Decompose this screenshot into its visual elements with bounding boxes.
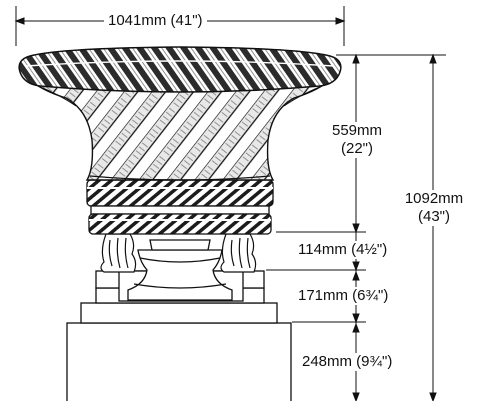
total-height-mm: 1092mm — [404, 190, 464, 207]
urn-bowl — [26, 77, 334, 181]
bowl-height-mm: 559mm — [331, 122, 383, 139]
width-label: 1041mm (41") — [104, 12, 207, 30]
left-foot — [100, 233, 137, 273]
right-foot — [220, 233, 257, 273]
bowl-height-label: 559mm (22") — [322, 122, 392, 158]
base-height-label: 171mm (6¾") — [296, 287, 391, 305]
urn-feet — [100, 233, 257, 273]
urn-bands — [86, 179, 274, 235]
feet-height-label: 114mm (4½") — [296, 241, 390, 259]
bowl-height-in: (22") — [341, 140, 373, 157]
pedestal-height-label: 248mm (9¾") — [300, 353, 395, 371]
total-height-label: 1092mm (43") — [396, 190, 472, 226]
total-height-in: (43") — [418, 208, 450, 225]
urn-rim — [18, 46, 342, 93]
urn-stem — [127, 239, 233, 301]
